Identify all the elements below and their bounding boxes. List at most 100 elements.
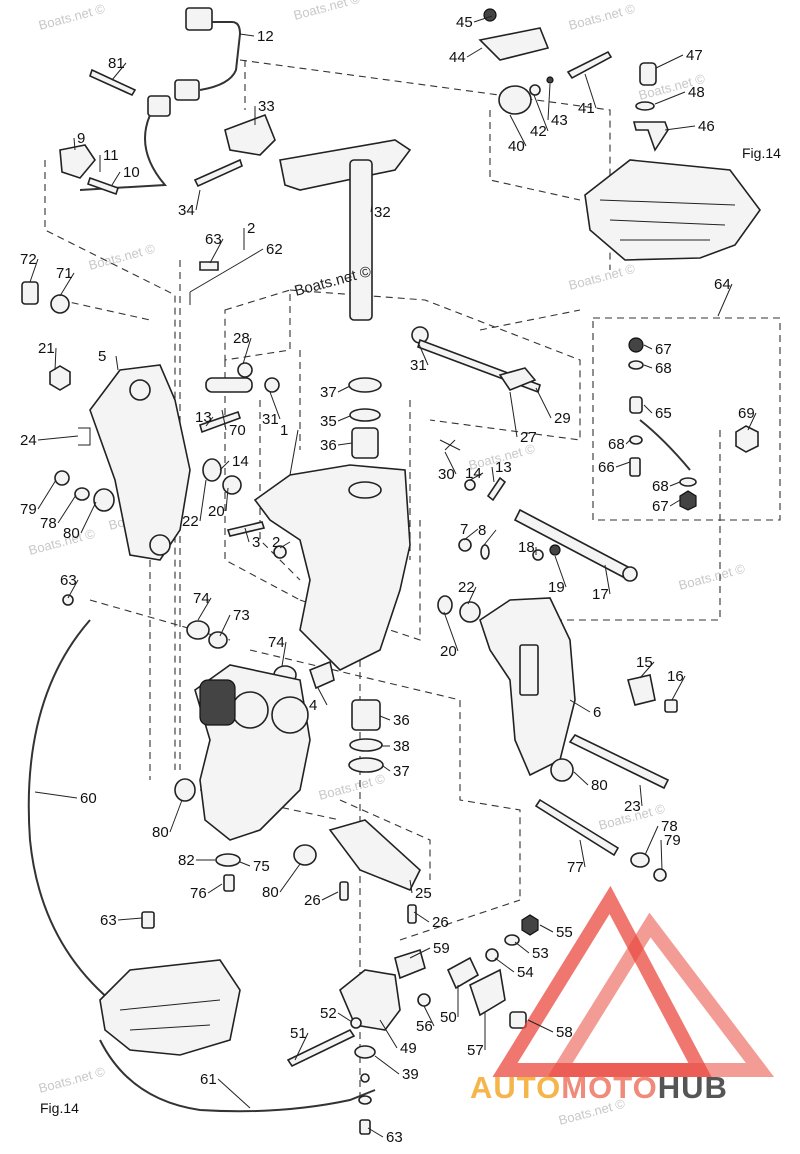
callout-label: 48 bbox=[688, 84, 705, 101]
callout-label: 52 bbox=[320, 1005, 337, 1022]
callout-label: 41 bbox=[578, 100, 595, 117]
callout-label: 15 bbox=[636, 654, 653, 671]
leader-line bbox=[219, 614, 231, 637]
leader-line bbox=[639, 661, 655, 679]
leader-line bbox=[615, 461, 631, 468]
logo-text-moto: MOTO bbox=[561, 1070, 658, 1105]
leader-line bbox=[547, 83, 551, 121]
leader-line bbox=[73, 137, 76, 151]
leader-line bbox=[80, 501, 97, 534]
leader-line bbox=[747, 412, 757, 431]
callout-label: 49 bbox=[400, 1040, 417, 1057]
callout-label: 62 bbox=[266, 241, 283, 258]
leader-line bbox=[494, 957, 515, 973]
callout-label: 27 bbox=[520, 429, 537, 446]
callout-label: 14 bbox=[465, 465, 482, 482]
callout-label: 74 bbox=[268, 634, 285, 651]
callout-label: 26 bbox=[304, 892, 321, 909]
callout-label: 24 bbox=[20, 432, 37, 449]
leader-line bbox=[417, 341, 429, 366]
logo-text-auto: AUTO bbox=[470, 1070, 562, 1105]
callout-label: 17 bbox=[592, 586, 609, 603]
callout-label: 31 bbox=[410, 357, 427, 374]
callout-label: 80 bbox=[152, 824, 169, 841]
leader-line bbox=[205, 416, 214, 427]
leader-lines bbox=[29, 15, 757, 1138]
callout-label: 12 bbox=[257, 28, 274, 45]
callout-label: 2 bbox=[247, 220, 255, 237]
callout-label: 13 bbox=[195, 409, 212, 426]
leader-line bbox=[584, 73, 597, 109]
callout-label: 20 bbox=[208, 503, 225, 520]
leader-line bbox=[34, 791, 78, 799]
callout-label: 6 bbox=[593, 704, 601, 721]
callout-label: 73 bbox=[233, 607, 250, 624]
callout-label: 80 bbox=[262, 884, 279, 901]
leader-line bbox=[509, 391, 518, 438]
callout-label: 11 bbox=[103, 147, 119, 164]
leader-line bbox=[111, 171, 121, 186]
leader-line bbox=[643, 364, 653, 369]
watermark-text: Boats.net © bbox=[317, 771, 387, 803]
leader-line bbox=[639, 784, 643, 807]
callout-label: 9 bbox=[77, 130, 85, 147]
callout-label: 40 bbox=[508, 138, 525, 155]
callout-label: 56 bbox=[416, 1018, 433, 1035]
callout-label: 21 bbox=[38, 340, 55, 357]
callout-label: 35 bbox=[320, 413, 337, 430]
callout-label: 43 bbox=[551, 112, 568, 129]
callout-label: 71 bbox=[56, 265, 73, 282]
leader-line bbox=[221, 409, 227, 431]
leader-line bbox=[239, 33, 255, 37]
callout-label: 67 bbox=[652, 498, 669, 515]
leader-line bbox=[443, 611, 459, 652]
leader-line bbox=[29, 258, 39, 283]
callout-label: 54 bbox=[517, 964, 534, 981]
watermark-text: Boats.net © bbox=[37, 1, 107, 33]
callout-label: 58 bbox=[556, 1024, 573, 1041]
watermark-text: Boats.net © bbox=[87, 241, 157, 273]
callout-label: 37 bbox=[320, 384, 337, 401]
leader-line bbox=[444, 451, 457, 475]
callout-label: 59 bbox=[433, 940, 450, 957]
callout-label: 20 bbox=[440, 643, 457, 660]
leader-line bbox=[655, 54, 684, 69]
leader-line bbox=[374, 1055, 400, 1075]
callout-label: 4 bbox=[309, 697, 317, 714]
leader-line bbox=[413, 911, 430, 923]
leader-line bbox=[669, 481, 681, 487]
callout-label: 39 bbox=[402, 1066, 419, 1083]
leader-line bbox=[527, 1019, 554, 1033]
callout-label: 79 bbox=[664, 832, 681, 849]
callout-label: 10 bbox=[123, 164, 140, 181]
leader-line bbox=[289, 429, 299, 476]
leader-line bbox=[535, 387, 552, 419]
leader-line bbox=[294, 1032, 309, 1061]
leader-line bbox=[279, 863, 301, 893]
leader-line bbox=[239, 861, 251, 867]
callout-label: 36 bbox=[320, 437, 337, 454]
callout-label: 67 bbox=[655, 341, 672, 358]
leader-line bbox=[664, 125, 696, 131]
watermark-text: Boats.net © bbox=[27, 526, 97, 558]
callout-label: 19 bbox=[548, 579, 565, 596]
callout-label: 78 bbox=[40, 515, 57, 532]
callout-label: 30 bbox=[438, 466, 455, 483]
callout-label: 72 bbox=[20, 251, 37, 268]
leader-line bbox=[423, 1005, 435, 1027]
leader-line bbox=[337, 1012, 353, 1023]
callout-label: 18 bbox=[518, 539, 535, 556]
leader-line bbox=[111, 62, 127, 81]
callout-label: 63 bbox=[100, 912, 117, 929]
callout-label: 79 bbox=[20, 501, 37, 518]
leader-line bbox=[569, 699, 591, 713]
leader-line bbox=[244, 527, 250, 543]
leader-line bbox=[379, 1019, 398, 1049]
callout-label: 32 bbox=[374, 204, 391, 221]
leader-line bbox=[337, 385, 351, 393]
callout-label: 46 bbox=[698, 118, 715, 135]
leader-line bbox=[643, 404, 653, 414]
leader-line bbox=[57, 494, 77, 524]
leader-line bbox=[604, 564, 611, 595]
